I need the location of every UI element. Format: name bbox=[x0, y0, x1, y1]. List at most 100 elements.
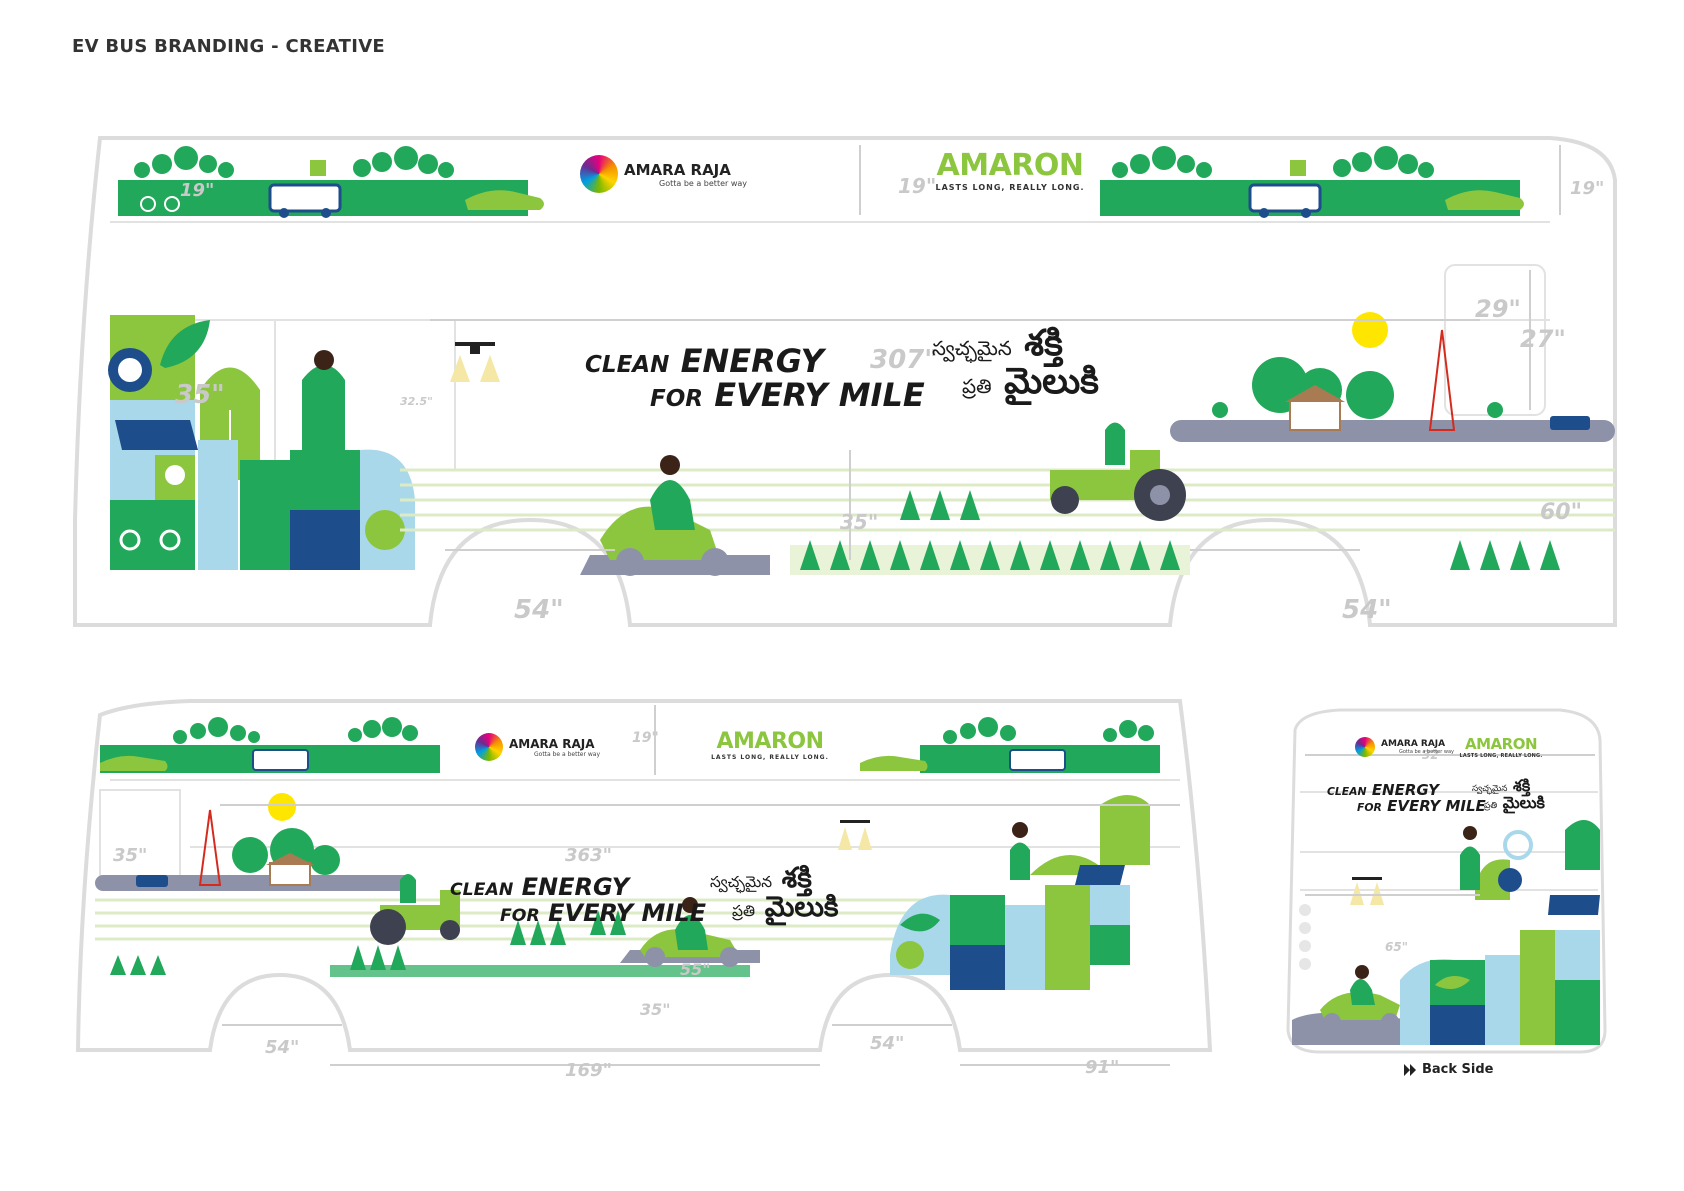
car-icon bbox=[1550, 416, 1590, 430]
amara-raja-logo-icon bbox=[580, 155, 618, 193]
electric-bus-icon bbox=[268, 160, 342, 218]
water-waves-icon bbox=[950, 945, 1005, 990]
amaron-name: AMARON bbox=[1465, 735, 1538, 753]
telugu-word: ప్రతి bbox=[962, 374, 992, 398]
leaf-icon bbox=[900, 913, 940, 932]
dimension-label: 27" bbox=[1520, 325, 1566, 353]
amara-raja-name: AMARA RAJA bbox=[509, 736, 595, 751]
headline-word: ENERGY bbox=[680, 342, 824, 380]
bus-side-view-bottom: 19" 35" 363" 54" 54" 169" 91" 55" 35" AM… bbox=[70, 695, 1220, 1085]
telugu-word: మైలుకి bbox=[764, 890, 839, 924]
amara-raja-tagline: Gotta be a better way bbox=[659, 178, 748, 188]
cell-tower-icon bbox=[198, 809, 222, 886]
telugu-word: ప్రతి bbox=[1484, 800, 1498, 811]
sun-icon bbox=[1352, 312, 1388, 348]
solar-panel-icon bbox=[115, 420, 198, 450]
dimension-label: 32.5" bbox=[400, 395, 433, 408]
telugu-word: స్వచ్ఛమైన bbox=[1472, 784, 1508, 794]
electric-car-icon bbox=[465, 190, 544, 210]
telugu-headline: స్వచ్ఛమైన శక్తి ప్రతి మైలుకి bbox=[710, 863, 839, 922]
drone-icon bbox=[1350, 877, 1384, 905]
farmer-figure bbox=[1460, 846, 1480, 890]
village-scene bbox=[1170, 312, 1615, 442]
solar-panel-icon bbox=[1548, 895, 1600, 915]
bus-top-artwork bbox=[73, 136, 1617, 627]
water-tap-icon bbox=[950, 895, 1005, 945]
dimension-arrows bbox=[430, 145, 1561, 560]
telugu-word: శక్తి bbox=[1513, 776, 1531, 795]
solar-panel-icon bbox=[1075, 865, 1125, 885]
telugu-word: మైలుకి bbox=[1502, 792, 1545, 812]
sun-icon bbox=[268, 793, 296, 821]
amaron-tagline: LASTS LONG, REALLY LONG. bbox=[935, 183, 1085, 192]
leaf-icon bbox=[160, 320, 210, 368]
eco-collage-right bbox=[890, 795, 1150, 990]
bus-outline bbox=[73, 136, 1617, 627]
scooter-rider-figure bbox=[580, 455, 770, 576]
car-icon bbox=[136, 875, 168, 887]
electric-car-icon bbox=[100, 755, 168, 771]
headline-word: CLEAN bbox=[450, 880, 514, 900]
recycle-icon bbox=[110, 455, 155, 500]
electric-bus-icon-right bbox=[1248, 160, 1322, 218]
telugu-headline: స్వచ్ఛమైన శక్తి ప్రతి మైలుకి bbox=[932, 325, 1099, 401]
drone-icon bbox=[838, 820, 872, 850]
headline-word: CLEAN bbox=[1327, 785, 1367, 798]
dimension-label: 32 bbox=[1422, 748, 1439, 762]
leaf-icon bbox=[1565, 820, 1600, 870]
headline-word: EVERY MILE bbox=[714, 376, 925, 415]
headline-clean-energy: CLEAN ENERGY FOR EVERY MILE bbox=[585, 345, 925, 411]
dimension-label: 54" bbox=[1342, 595, 1392, 625]
tractor-icon bbox=[370, 874, 460, 945]
amara-raja-logo: AMARA RAJA Gotta be a better way bbox=[580, 155, 747, 193]
amaron-tagline: LASTS LONG, REALLY LONG. bbox=[711, 754, 829, 761]
dimension-label: 60" bbox=[1540, 500, 1583, 525]
drone-icon bbox=[450, 342, 500, 382]
building-icon bbox=[1485, 955, 1520, 1045]
headline-clean-energy: CLEAN ENERGY FOR EVERY MILE bbox=[1327, 783, 1486, 814]
dimension-arrows bbox=[220, 705, 1180, 1066]
electric-bus-icon bbox=[252, 749, 309, 771]
village-scene bbox=[95, 793, 415, 891]
telugu-word: స్వచ్ఛమైన bbox=[710, 873, 773, 891]
bus-back-view: 32 65" AMARA RAJA Gotta be a better way … bbox=[1280, 700, 1620, 1055]
trees-icon bbox=[134, 146, 454, 178]
house-icon bbox=[269, 862, 311, 886]
dimension-label: 363" bbox=[565, 845, 612, 866]
amara-raja-tagline: Gotta be a better way bbox=[1399, 749, 1455, 755]
farmer-figure bbox=[302, 365, 345, 450]
dimension-label: 54" bbox=[870, 1033, 905, 1054]
amaron-name: AMARON bbox=[936, 148, 1085, 183]
water-waves-icon bbox=[290, 510, 360, 570]
headline-word: FOR bbox=[650, 386, 704, 413]
farmer-figure bbox=[1010, 842, 1030, 880]
scooter-rider-figure bbox=[1320, 992, 1400, 1020]
dimension-label: 19" bbox=[898, 174, 937, 198]
headline-word: FOR bbox=[1357, 801, 1382, 814]
dimension-label: 55" bbox=[680, 960, 711, 979]
dimension-label: 169" bbox=[565, 1060, 612, 1081]
telugu-word: మైలుకి bbox=[1004, 360, 1099, 402]
eco-collage-back bbox=[1292, 820, 1600, 1045]
dimension-label: 65" bbox=[1385, 940, 1408, 954]
amaron-logo: AMARON LASTS LONG, REALLY LONG. bbox=[935, 148, 1085, 192]
bus-side-view-top: 19" 19" 19" 307" 29" 27" 35" 54" 54" 60"… bbox=[70, 120, 1620, 640]
dimension-label: 19" bbox=[1570, 178, 1605, 199]
water-drop-icon bbox=[1498, 868, 1522, 892]
headline-word: ENERGY bbox=[521, 873, 630, 901]
trees-icon bbox=[173, 717, 1154, 744]
bus-back-artwork bbox=[1286, 708, 1607, 1054]
amaron-tagline: LASTS LONG, REALLY LONG. bbox=[1459, 753, 1543, 759]
dimension-label: 19" bbox=[632, 730, 659, 746]
back-side-label: Back Side bbox=[1422, 1062, 1494, 1077]
dimension-arrows bbox=[1305, 754, 1595, 896]
scooter-rider-figure bbox=[620, 897, 760, 967]
house-icon bbox=[1289, 399, 1341, 431]
amara-raja-name: AMARA RAJA bbox=[624, 160, 731, 179]
dimension-label: 19" bbox=[180, 180, 215, 201]
telugu-word: శక్తి bbox=[1024, 323, 1063, 364]
amara-raja-logo-icon bbox=[475, 733, 503, 761]
solar-sun-icon bbox=[1503, 830, 1533, 860]
electric-bus-icon-right bbox=[1009, 749, 1066, 771]
amara-raja-logo-icon bbox=[1355, 737, 1375, 757]
